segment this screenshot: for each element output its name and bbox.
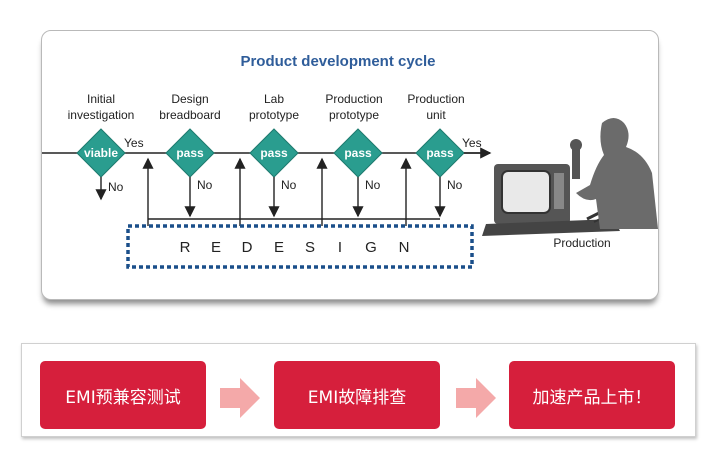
stage-design-breadboard: Design breadboard pass No	[159, 92, 221, 218]
no-label: No	[281, 178, 297, 192]
stage-label-line1: Design	[171, 92, 208, 106]
stage-label-line2: prototype	[329, 108, 379, 122]
stage-label-line2: breadboard	[159, 108, 220, 122]
stage-label-line2: investigation	[68, 108, 135, 122]
instrument-screen	[501, 170, 551, 214]
product-cycle-diagram: Product development cycle Initial invest…	[41, 30, 659, 300]
stage-initial-investigation: Initial investigation viable No Yes	[68, 92, 144, 201]
right-arrow-icon	[220, 378, 260, 418]
decision-label: pass	[344, 146, 372, 160]
no-label: No	[365, 178, 381, 192]
redesign-letters: R E D E S I G N	[180, 239, 410, 256]
step-emi-precompliance: EMI预兼容测试	[40, 361, 206, 429]
production-label: Production	[553, 236, 610, 250]
stage-production-prototype: Production prototype pass No	[325, 92, 383, 218]
diagram-title: Product development cycle	[240, 53, 435, 70]
no-label: No	[447, 178, 463, 192]
stage-production-unit: Production unit pass No Yes	[407, 92, 492, 218]
stage-label-line1: Production	[325, 92, 382, 106]
decision-label: pass	[260, 146, 288, 160]
no-label: No	[108, 180, 124, 194]
engineer-silhouette	[576, 118, 658, 229]
decision-label: viable	[84, 146, 118, 160]
redesign-letter: G	[365, 239, 377, 256]
right-arrow-icon	[456, 378, 496, 418]
microscope-icon	[572, 149, 580, 179]
stage-label-line2: prototype	[249, 108, 299, 122]
redesign-letter: S	[305, 239, 315, 256]
microscope-head	[570, 139, 582, 151]
step-emi-troubleshooting: EMI故障排查	[274, 361, 440, 429]
process-banner: EMI预兼容测试 EMI故障排查 加速产品上市！	[21, 343, 696, 437]
stage-label-line1: Initial	[87, 92, 115, 106]
redesign-box	[126, 224, 474, 269]
step-faster-to-market: 加速产品上市！	[509, 361, 675, 429]
decision-label: pass	[426, 146, 454, 160]
yes-label: Yes	[124, 136, 144, 150]
redesign-letter: E	[274, 239, 284, 256]
instrument-panel	[554, 173, 564, 209]
stage-label-line1: Lab	[264, 92, 284, 106]
redesign-feedback-lines	[142, 157, 440, 228]
redesign-letter: N	[399, 239, 410, 256]
stage-label-line2: unit	[426, 108, 446, 122]
diagram-canvas: Product development cycle Initial invest…	[42, 53, 658, 269]
redesign-letter: I	[338, 239, 342, 256]
redesign-letter: R	[180, 239, 191, 256]
production-illustration: Production	[482, 118, 658, 250]
redesign-letter: E	[211, 239, 221, 256]
redesign-letter: D	[242, 239, 253, 256]
no-label: No	[197, 178, 213, 192]
yes-label: Yes	[462, 136, 482, 150]
decision-label: pass	[176, 146, 204, 160]
stage-label-line1: Production	[407, 92, 464, 106]
stage-lab-prototype: Lab prototype pass No	[249, 92, 299, 218]
workbench	[482, 219, 620, 236]
